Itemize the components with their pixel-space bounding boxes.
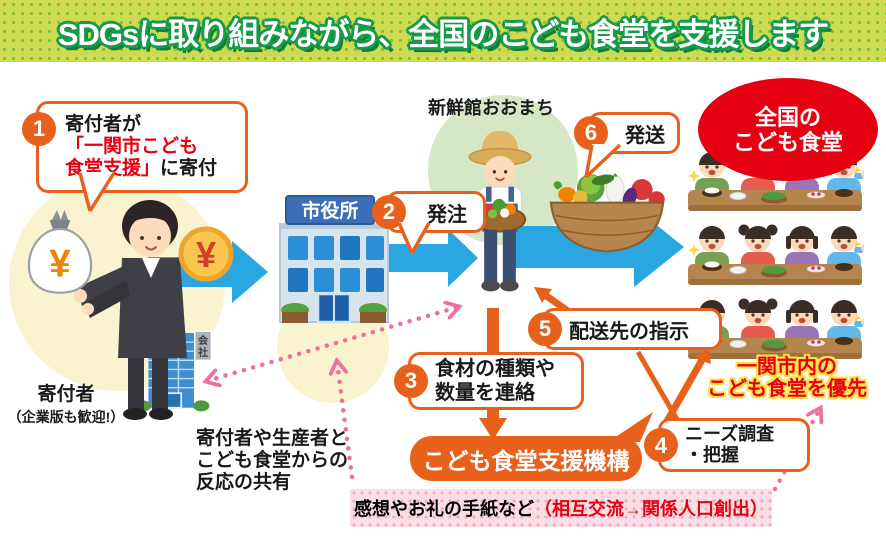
donor-label: 寄付者 （企業版も歓迎!） — [0, 384, 132, 428]
support-organization-box: こども食堂支援機構 — [410, 436, 642, 481]
shop-name-label: 新鮮館おおまち — [428, 98, 554, 118]
step-1-line2: 「一関市こども — [65, 136, 199, 157]
step-5-number: 5 — [528, 312, 562, 346]
step-1-line3: 食堂支援」に寄付 — [65, 158, 237, 180]
step-3-line2: 数量を連絡 — [435, 382, 535, 404]
step-1-line3-red: 食堂支援」 — [65, 158, 161, 179]
feedback-red-text: （相互交流→関係人口創出） — [534, 499, 768, 519]
cityhall-sign-text: 市役所 — [301, 199, 358, 222]
yen-coin-icon: ¥ — [178, 226, 234, 282]
share-line3: 反応の共有 — [196, 472, 292, 493]
page-title: SDGsに取り組みながら、全国のこども食堂を支援します — [57, 16, 829, 52]
donor-label-line2: （企業版も歓迎!） — [7, 409, 125, 425]
priority-line1: 一関市内の — [737, 356, 837, 378]
money-bag-icon: ¥ — [27, 209, 93, 294]
step-4-line1: ニーズ調査 — [685, 424, 775, 444]
national-banner-line1: 全国の — [754, 104, 821, 130]
vegetable-basket-illustration — [549, 173, 665, 253]
connector-step5-step4 — [635, 350, 685, 430]
farmer-illustration — [468, 130, 532, 292]
step-1-line3-black: に寄付 — [160, 158, 218, 179]
priority-line2: こども食堂を優先 — [707, 378, 867, 400]
step-4-bubble: 4 ニーズ調査 ・把握 — [644, 418, 810, 472]
national-cafeterias-banner: 全国の こども食堂 — [698, 78, 878, 181]
step-1-number: 1 — [22, 112, 56, 146]
step-4-line2: ・把握 — [685, 445, 739, 465]
step-6-number: 6 — [574, 116, 608, 150]
yen-symbol-coin: ¥ — [196, 234, 216, 275]
priority-label: 一関市内の こども食堂を優先 — [692, 356, 882, 400]
step-3-number: 3 — [394, 364, 428, 398]
step-6-label: 発送 — [625, 124, 665, 147]
donor-person-illustration — [73, 200, 187, 420]
step-4-number: 4 — [644, 428, 678, 462]
share-reactions-label: 寄付者や生産者と こども食堂からの 反応の共有 — [196, 428, 348, 494]
step-1-line1: 寄付者が — [65, 114, 142, 135]
national-banner-line2: こども食堂 — [732, 129, 843, 155]
step-1-bubble: 1 寄付者が 「一関市こども 食堂支援」に寄付 — [22, 101, 248, 193]
step-3-line1: 食材の種類や — [435, 358, 555, 380]
yen-symbol-bag: ¥ — [49, 242, 71, 285]
share-line2: こども食堂からの — [196, 450, 349, 471]
step-2-label: 発注 — [427, 203, 467, 226]
step-5-bubble: 5 配送先の指示 — [528, 308, 722, 350]
step-5-label: 配送先の指示 — [569, 320, 689, 343]
share-line1: 寄付者や生産者と — [196, 428, 349, 449]
support-organization-name: こども食堂支援機構 — [422, 447, 630, 474]
feedback-black-text: 感想やお礼の手紙など — [354, 499, 534, 519]
feedback-box: 感想やお礼の手紙など（相互交流→関係人口創出） — [350, 489, 772, 527]
step-2-number: 2 — [372, 195, 406, 229]
donor-label-line1: 寄付者 — [37, 384, 95, 405]
step-2-bubble: 2 発注 — [372, 191, 486, 233]
step-6-bubble: 6 発送 — [574, 112, 680, 154]
step-3-bubble: 3 食材の種類や 数量を連絡 — [394, 352, 584, 410]
header-banner: SDGsに取り組みながら、全国のこども食堂を支援します — [0, 0, 886, 62]
